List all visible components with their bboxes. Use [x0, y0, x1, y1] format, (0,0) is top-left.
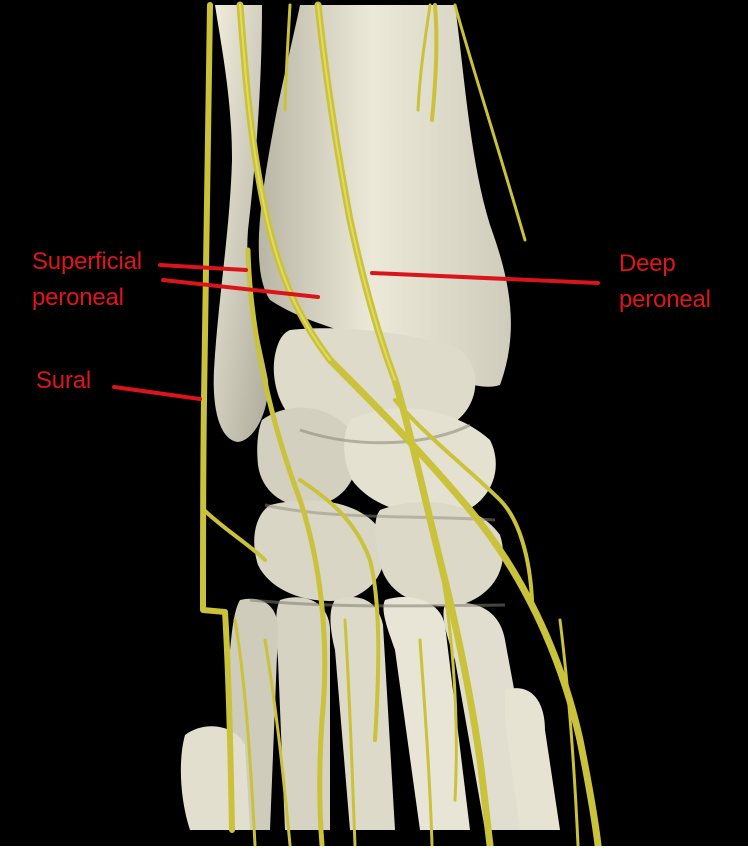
- deep-peroneal-label-line2: peroneal: [619, 286, 711, 314]
- phalanx: [181, 726, 250, 830]
- calcaneus-bone: [257, 408, 357, 507]
- metatarsal-3: [330, 597, 395, 830]
- superficial-peroneal-label-line2: peroneal: [32, 284, 124, 312]
- bones: [181, 5, 560, 830]
- sural-pointer-line: [114, 387, 200, 399]
- superficial-peroneal-label-line1: Superficial: [32, 248, 142, 276]
- deep-peroneal-label-line1: Deep: [619, 250, 676, 278]
- bottom-border: [0, 846, 748, 851]
- sural-label: Sural: [36, 367, 91, 395]
